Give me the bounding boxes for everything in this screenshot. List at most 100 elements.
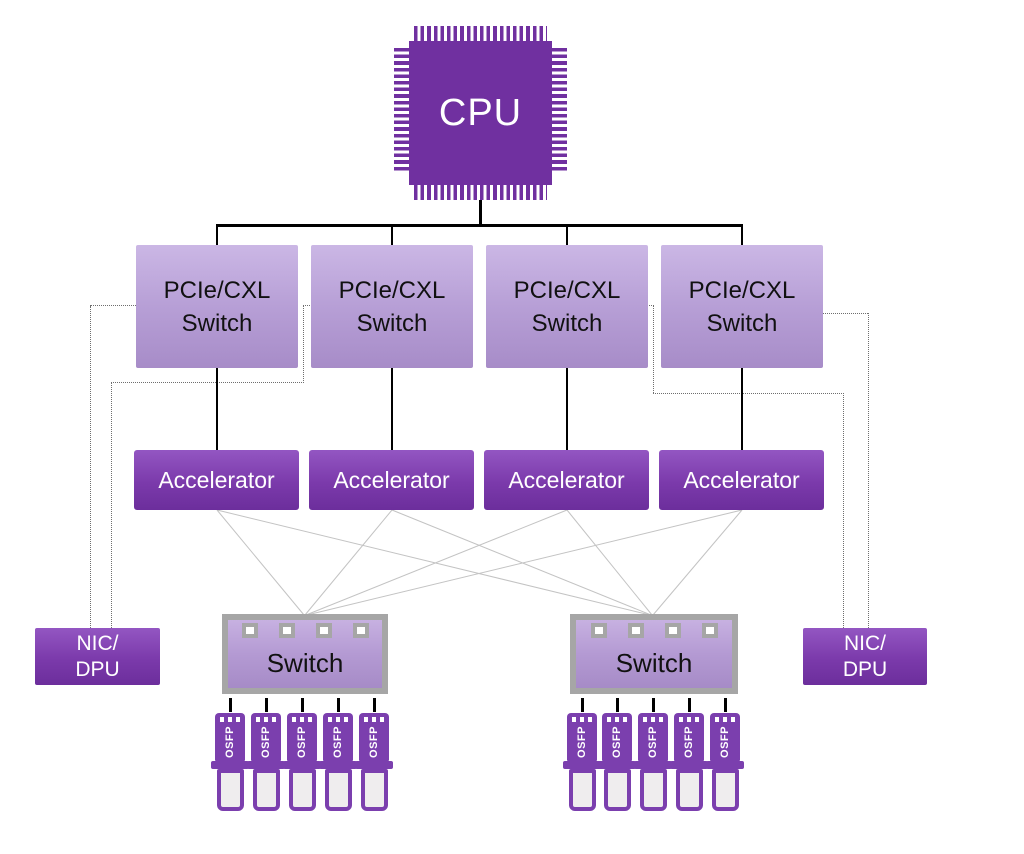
pcie-switch-label-line2: Switch bbox=[181, 309, 253, 337]
bus-drop-wire-4 bbox=[740, 224, 743, 246]
pcie-switch-label-line1: PCIe/CXL bbox=[513, 276, 621, 304]
osfp-collar bbox=[670, 761, 708, 769]
accelerator-4: Accelerator bbox=[659, 450, 824, 510]
osfp-label: OSFP bbox=[719, 726, 732, 758]
osfp-transceiver-icon: OSFP bbox=[706, 713, 744, 813]
osfp-transceiver-icon: OSFP bbox=[319, 713, 357, 813]
nic-left-trace2-horizontal bbox=[111, 382, 304, 383]
osfp-link-dash bbox=[723, 698, 727, 712]
nic-right-trace-vertical bbox=[868, 313, 869, 628]
osfp-top: OSFP bbox=[359, 713, 389, 761]
accelerator-label: Accelerator bbox=[683, 466, 800, 493]
osfp-plug bbox=[639, 769, 667, 811]
pcie-switch-label-line1: PCIe/CXL bbox=[338, 276, 446, 304]
switch-port-icon bbox=[590, 623, 607, 638]
osfp-label: OSFP bbox=[576, 726, 589, 758]
switch-port-icon bbox=[352, 623, 369, 638]
osfp-collar bbox=[706, 761, 744, 769]
cpu-pins-left bbox=[394, 48, 409, 173]
switch-port-row bbox=[241, 623, 369, 638]
osfp-plug bbox=[675, 769, 703, 811]
osfp-top: OSFP bbox=[674, 713, 704, 761]
network-switch-label: Switch bbox=[615, 647, 693, 678]
osfp-plug bbox=[216, 769, 244, 811]
osfp-link-dash bbox=[580, 698, 584, 712]
pcie-switch-label-line2: Switch bbox=[706, 309, 778, 337]
switch-port-icon bbox=[627, 623, 644, 638]
switch-port-icon bbox=[701, 623, 718, 638]
pcie-cxl-switch-3: PCIe/CXL Switch bbox=[486, 245, 648, 368]
network-switch-right: Switch bbox=[570, 614, 738, 694]
osfp-plug bbox=[288, 769, 316, 811]
osfp-top: OSFP bbox=[323, 713, 353, 761]
nic-left-trace2-stub bbox=[303, 305, 312, 306]
osfp-collar bbox=[283, 761, 321, 769]
accelerator-1: Accelerator bbox=[134, 450, 299, 510]
pcie-cxl-switch-4: PCIe/CXL Switch bbox=[661, 245, 823, 368]
nic-left-trace2-riser bbox=[303, 305, 304, 383]
switch-port-icon bbox=[241, 623, 258, 638]
switch-accel-wire-3 bbox=[565, 367, 568, 450]
cpu-pins-top bbox=[414, 26, 547, 41]
osfp-link-dash bbox=[336, 698, 340, 712]
pcie-switch-label-line2: Switch bbox=[531, 309, 603, 337]
pcie-cxl-switch-2: PCIe/CXL Switch bbox=[311, 245, 473, 368]
accelerator-label: Accelerator bbox=[158, 466, 275, 493]
osfp-collar bbox=[211, 761, 249, 769]
osfp-plug bbox=[603, 769, 631, 811]
osfp-top: OSFP bbox=[215, 713, 245, 761]
bus-drop-wire-2 bbox=[390, 224, 393, 246]
osfp-collar bbox=[598, 761, 636, 769]
osfp-collar bbox=[247, 761, 285, 769]
osfp-plug bbox=[360, 769, 388, 811]
network-switch-left: Switch bbox=[222, 614, 388, 694]
switch-accel-wire-1 bbox=[215, 367, 218, 450]
cpu-stem-wire bbox=[479, 200, 482, 225]
osfp-link-dash bbox=[300, 698, 304, 712]
switch-port-row bbox=[590, 623, 718, 638]
osfp-link-dash bbox=[228, 698, 232, 712]
switch-port-icon bbox=[278, 623, 295, 638]
nic-dpu-left: NIC/ DPU bbox=[35, 628, 160, 685]
osfp-label: OSFP bbox=[368, 726, 381, 758]
osfp-transceiver-icon: OSFP bbox=[211, 713, 249, 813]
nic-left-trace2-vertical bbox=[111, 382, 112, 628]
nic-dpu-label-line2: DPU bbox=[842, 657, 888, 681]
pcie-switch-label-line2: Switch bbox=[356, 309, 428, 337]
osfp-label: OSFP bbox=[332, 726, 345, 758]
accelerator-label: Accelerator bbox=[508, 466, 625, 493]
nic-right-trace-horizontal bbox=[822, 313, 868, 314]
accelerator-2: Accelerator bbox=[309, 450, 474, 510]
switch-accel-wire-4 bbox=[740, 367, 743, 450]
osfp-collar bbox=[319, 761, 357, 769]
osfp-transceiver-icon: OSFP bbox=[283, 713, 321, 813]
osfp-plug bbox=[252, 769, 280, 811]
osfp-top: OSFP bbox=[602, 713, 632, 761]
cpu-chip-icon: CPU bbox=[409, 41, 552, 185]
switch-port-icon bbox=[664, 623, 681, 638]
osfp-collar bbox=[355, 761, 393, 769]
nic-right-trace2-stub bbox=[647, 305, 654, 306]
pcie-switch-label-line1: PCIe/CXL bbox=[163, 276, 271, 304]
osfp-link-dash bbox=[372, 698, 376, 712]
network-switch-label: Switch bbox=[266, 647, 344, 678]
osfp-collar bbox=[563, 761, 601, 769]
osfp-link-dash bbox=[264, 698, 268, 712]
nic-dpu-label-line1: NIC/ bbox=[844, 631, 886, 655]
nic-right-trace2-vertical bbox=[843, 393, 844, 628]
osfp-top: OSFP bbox=[567, 713, 597, 761]
osfp-transceiver-icon: OSFP bbox=[598, 713, 636, 813]
accelerator-3: Accelerator bbox=[484, 450, 649, 510]
accelerator-label: Accelerator bbox=[333, 466, 450, 493]
osfp-top: OSFP bbox=[710, 713, 740, 761]
osfp-top: OSFP bbox=[638, 713, 668, 761]
osfp-link-dash bbox=[687, 698, 691, 712]
nic-left-trace-horizontal bbox=[90, 305, 136, 306]
cpu-pins-right bbox=[552, 48, 567, 173]
osfp-link-dash bbox=[651, 698, 655, 712]
osfp-link-dash bbox=[615, 698, 619, 712]
osfp-transceiver-icon: OSFP bbox=[634, 713, 672, 813]
nic-dpu-label-line1: NIC/ bbox=[76, 631, 119, 655]
osfp-label: OSFP bbox=[296, 726, 309, 758]
